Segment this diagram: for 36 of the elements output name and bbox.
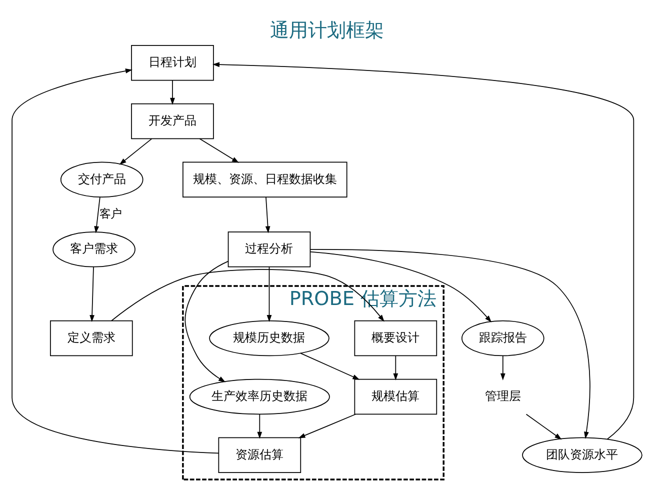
arrow — [257, 413, 262, 438]
node-ellipse: 交付产品 — [60, 161, 144, 197]
arrow — [119, 138, 152, 164]
arrow — [526, 413, 562, 440]
node-box: 日程计划 — [131, 44, 214, 80]
arrow — [310, 250, 492, 322]
arrow — [212, 62, 634, 440]
arrow — [90, 266, 95, 322]
arrow — [265, 196, 270, 233]
arrow — [298, 413, 356, 438]
edge-label: 客户 — [100, 206, 122, 220]
node-box: 规模、资源、日程数据收集 — [182, 161, 348, 197]
arrow — [500, 354, 506, 380]
node-ellipse: 跟踪报告 — [461, 320, 544, 356]
arrow — [170, 79, 175, 104]
arrow — [310, 248, 590, 438]
node-box: 概要设计 — [354, 320, 438, 356]
node-ellipse: 规模历史数据 — [209, 320, 330, 356]
arrow — [111, 268, 384, 322]
arrow — [12, 68, 219, 454]
node-ellipse: 团队资源水平 — [522, 436, 642, 472]
node-box: 定义需求 — [50, 320, 133, 356]
node-box: 资源估算 — [218, 436, 302, 472]
arrow — [184, 260, 229, 382]
arrow — [199, 138, 239, 162]
diagram-title: 通用计划框架 — [270, 18, 384, 41]
arrow — [94, 196, 100, 233]
arrow — [393, 354, 398, 380]
node-ellipse: 客户需求 — [52, 231, 136, 267]
node-ellipse: 生产效率历史数据 — [189, 378, 330, 414]
arrow — [300, 352, 360, 380]
node-box: 规模估算 — [354, 378, 438, 414]
node-box: 开发产品 — [131, 102, 214, 139]
node-text: 管理层 — [484, 388, 521, 402]
node-box: 过程分析 — [228, 231, 311, 267]
arrow — [266, 266, 272, 322]
